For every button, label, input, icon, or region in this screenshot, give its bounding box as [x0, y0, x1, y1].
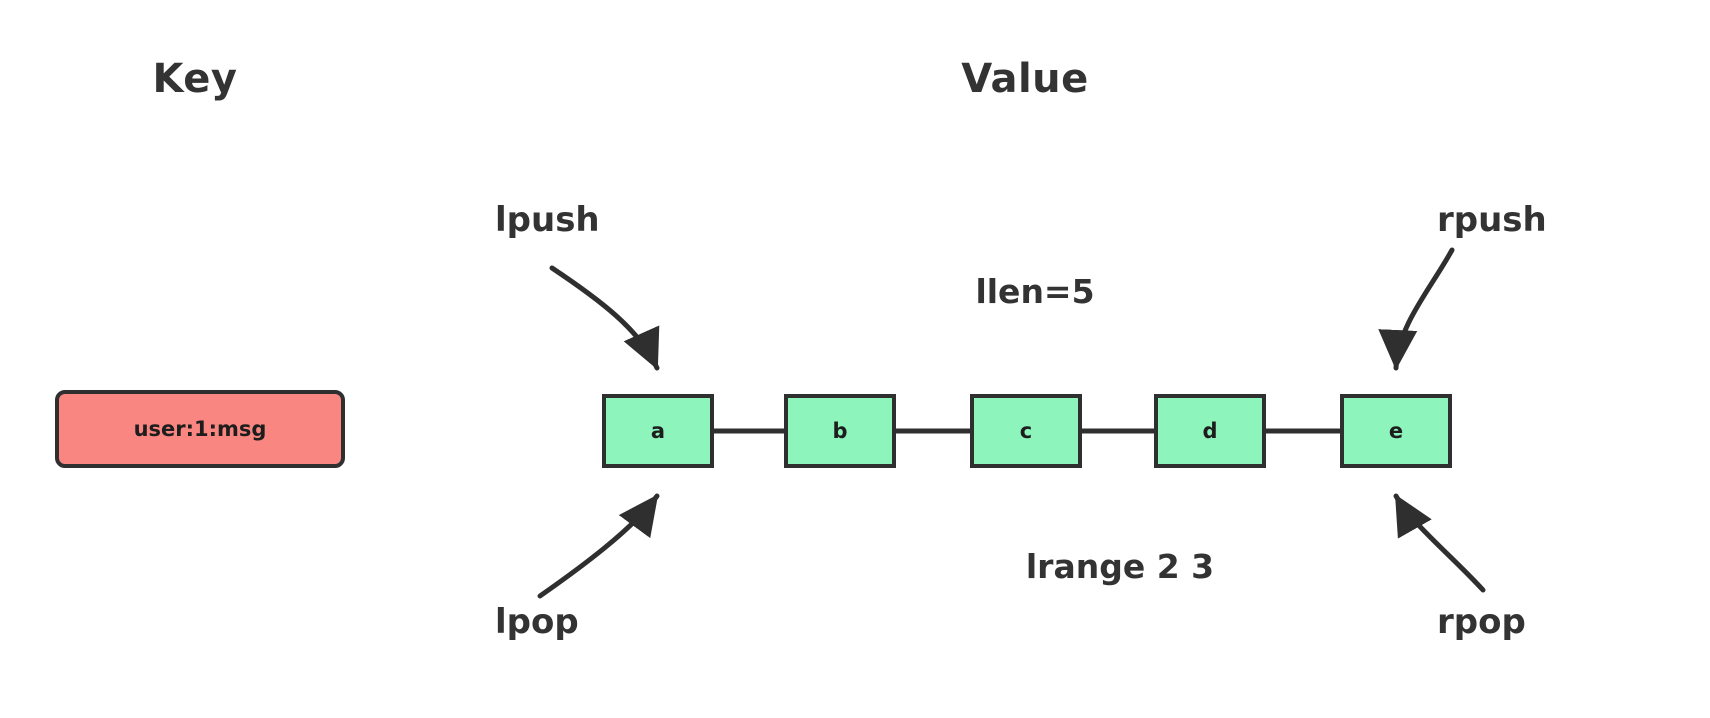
value-column-header: Value [961, 56, 1089, 102]
rpop-label: rpop [1437, 602, 1526, 642]
lpop-arrow [537, 493, 660, 599]
lrange-annotation: lrange 2 3 [1025, 547, 1215, 586]
rpush-label: rpush [1437, 200, 1547, 240]
list-node-value: c [1019, 419, 1033, 443]
list-node[interactable]: e [1340, 394, 1452, 468]
key-box-label: user:1:msg [133, 417, 267, 441]
llen-annotation: llen=5 [975, 272, 1095, 311]
lpush-label: lpush [495, 200, 600, 240]
list-node[interactable]: b [784, 394, 896, 468]
key-column-header: Key [152, 56, 238, 102]
list-node-value: d [1202, 419, 1218, 443]
list-node-value: e [1388, 419, 1404, 443]
list-node[interactable]: c [970, 394, 1082, 468]
lpop-label: lpop [495, 602, 579, 642]
rpush-arrow [1378, 247, 1455, 371]
list-node-value: b [832, 419, 848, 443]
rpop-arrow [1393, 493, 1486, 593]
list-node[interactable]: d [1154, 394, 1266, 468]
list-node-value: a [650, 419, 666, 443]
list-node[interactable]: a [602, 394, 714, 468]
key-box[interactable]: user:1:msg [55, 390, 345, 468]
lpush-arrow [549, 265, 660, 371]
